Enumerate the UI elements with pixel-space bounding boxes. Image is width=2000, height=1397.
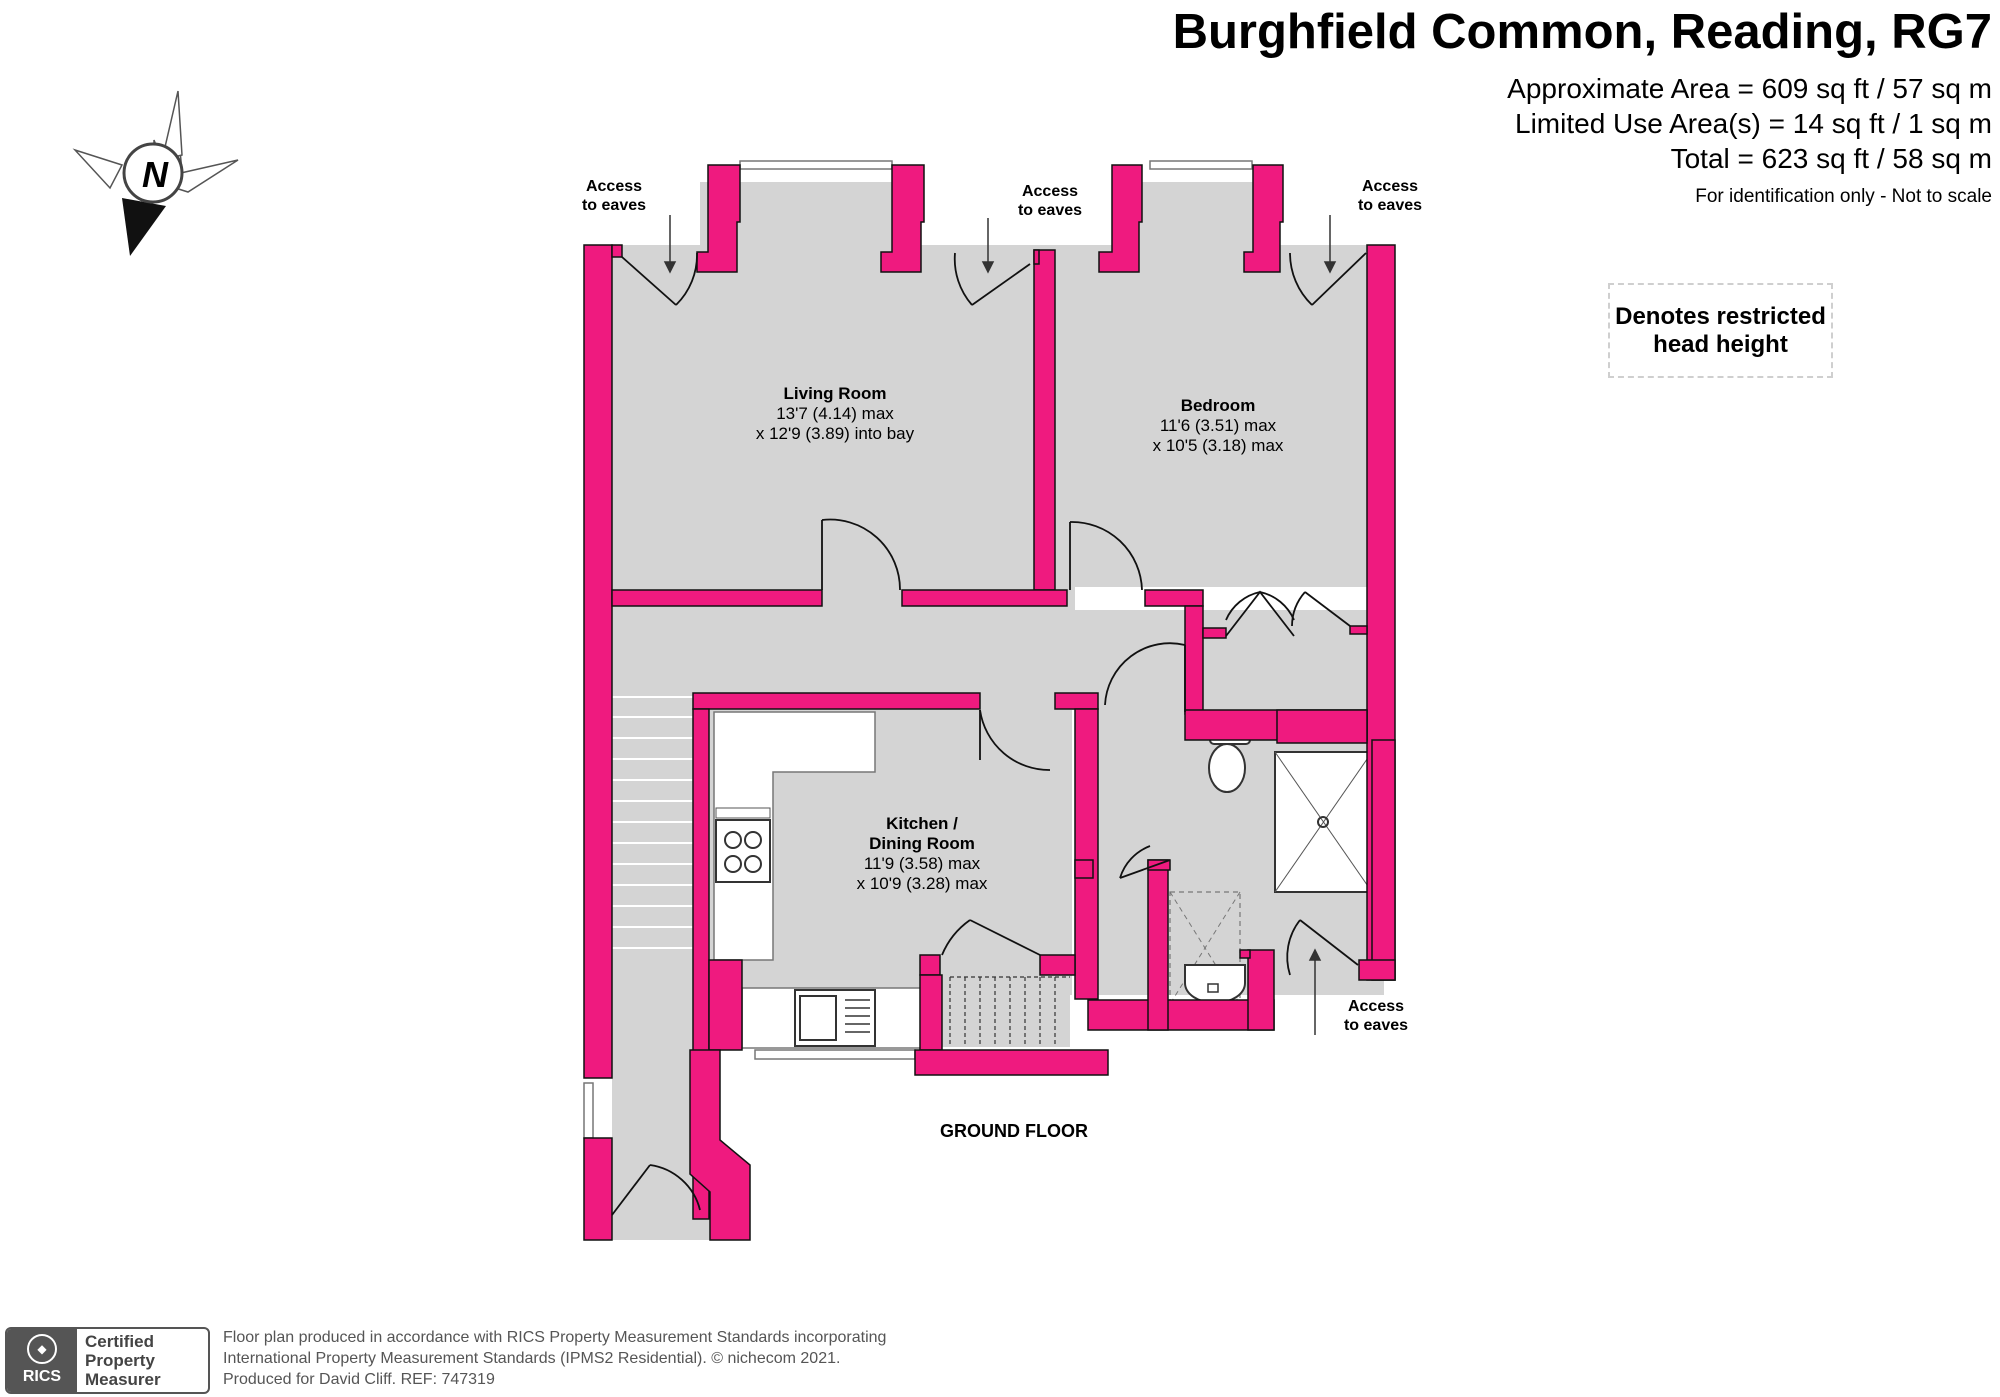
kitchen-worktop xyxy=(713,711,923,1049)
room-name: Bedroom xyxy=(1180,396,1256,415)
property-title: Burghfield Common, Reading, RG7 xyxy=(1172,5,1992,59)
compass: N xyxy=(72,90,239,256)
room-label-bedroom: Bedroom 11'6 (3.51) max x 10'5 (3.18) ma… xyxy=(1108,396,1328,456)
access-line-1: Access xyxy=(1347,998,1405,1015)
access-arrows xyxy=(663,215,1337,1035)
badge-line-1: Certified xyxy=(85,1332,154,1351)
room-name: Living Room xyxy=(783,384,887,403)
access-line-1: Access xyxy=(1021,183,1079,200)
footer-line-1: Floor plan produced in accordance with R… xyxy=(223,1329,887,1346)
identification-note: For identification only - Not to scale xyxy=(1695,186,1992,207)
access-label-living-left: Access to eaves xyxy=(554,177,674,215)
limited-use-area: Limited Use Area(s) = 14 sq ft / 1 sq m xyxy=(1515,108,1992,139)
room-dim-2: x 10'5 (3.18) max xyxy=(1152,436,1284,455)
access-line-1: Access xyxy=(585,178,643,195)
room-dim-2: x 10'9 (3.28) max xyxy=(856,874,988,893)
rics-text: Certified Property Measurer xyxy=(77,1329,208,1392)
room-name-2: Dining Room xyxy=(869,834,975,853)
room-dim-2: x 12'9 (3.89) into bay xyxy=(755,424,915,443)
rics-badge: ◆ RICS Certified Property Measurer xyxy=(5,1327,210,1394)
rics-logo: ◆ RICS xyxy=(7,1329,77,1392)
room-label-kitchen: Kitchen / Dining Room 11'9 (3.58) max x … xyxy=(812,814,1032,894)
badge-line-2: Property xyxy=(85,1351,155,1370)
access-line-2: to eaves xyxy=(1343,1017,1409,1034)
room-name-1: Kitchen / xyxy=(886,814,958,833)
access-line-1: Access xyxy=(1361,178,1419,195)
staircase xyxy=(612,696,694,949)
compass-letter: N xyxy=(142,154,169,195)
footer-line-3: Produced for David Cliff. REF: 747319 xyxy=(223,1371,495,1388)
access-label-bathroom: Access to eaves xyxy=(1316,997,1436,1035)
walls xyxy=(583,164,1396,1241)
footer-text: Floor plan produced in accordance with R… xyxy=(223,1327,886,1390)
bathroom-fixtures xyxy=(1169,729,1373,1005)
floor-label: GROUND FLOOR xyxy=(940,1121,1088,1141)
access-line-2: to eaves xyxy=(1017,202,1083,219)
access-label-centre: Access to eaves xyxy=(990,182,1110,220)
cupboard-stairs xyxy=(942,975,1070,1047)
room-dim-1: 13'7 (4.14) max xyxy=(776,404,894,423)
footer-line-2: International Property Measurement Stand… xyxy=(223,1350,841,1367)
access-line-2: to eaves xyxy=(1357,197,1423,214)
access-label-bedroom-right: Access to eaves xyxy=(1330,177,1450,215)
access-line-2: to eaves xyxy=(581,197,647,214)
rics-brand: RICS xyxy=(22,1368,62,1385)
approx-area: Approximate Area = 609 sq ft / 57 sq m xyxy=(1507,73,1992,104)
room-label-living: Living Room 13'7 (4.14) max x 12'9 (3.89… xyxy=(725,384,945,444)
total-area: Total = 623 sq ft / 58 sq m xyxy=(1670,143,1992,174)
restricted-height-legend: Denotes restricted head height xyxy=(1608,283,1833,378)
doors xyxy=(611,252,1367,1216)
legend-line-2: head height xyxy=(1653,330,1788,358)
room-dim-1: 11'6 (3.51) max xyxy=(1159,416,1277,435)
rics-emblem-icon: ◆ xyxy=(27,1334,57,1364)
room-dim-1: 11'9 (3.58) max xyxy=(863,854,981,873)
badge-line-3: Measurer xyxy=(85,1370,161,1389)
legend-line-1: Denotes restricted xyxy=(1615,302,1826,330)
